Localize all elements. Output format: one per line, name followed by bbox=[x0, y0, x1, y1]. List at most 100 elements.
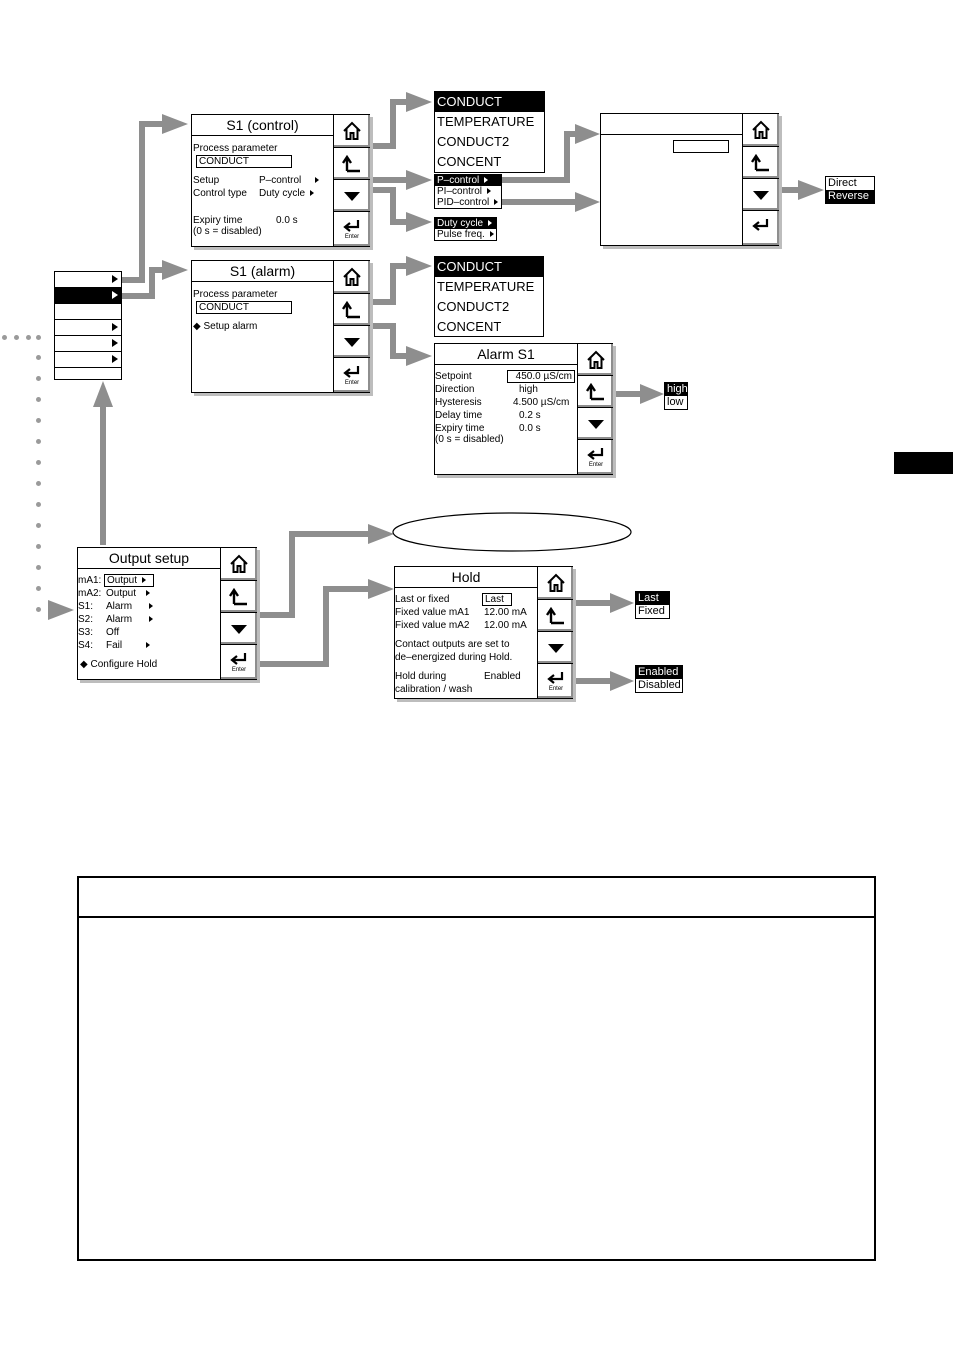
last-fixed-option[interactable]: Fixed bbox=[638, 605, 665, 617]
arrowhead bbox=[406, 346, 432, 366]
fixed-ma1-value[interactable]: 12.00 mA bbox=[484, 607, 527, 618]
back-button[interactable] bbox=[221, 581, 257, 613]
enter-button[interactable]: Enter bbox=[334, 212, 370, 246]
down-button[interactable] bbox=[334, 326, 370, 358]
enabled-disabled-option[interactable]: Disabled bbox=[638, 679, 681, 691]
down-button[interactable] bbox=[538, 632, 573, 664]
direction-value[interactable]: high bbox=[519, 384, 538, 395]
home-button[interactable] bbox=[334, 115, 370, 148]
down-button[interactable] bbox=[221, 613, 257, 645]
parameter-option[interactable]: CONCENT bbox=[437, 319, 502, 334]
calibration-label: calibration / wash bbox=[395, 684, 473, 695]
control-mode-option[interactable]: PI–control bbox=[435, 186, 501, 197]
last-fixed-option[interactable]: Last bbox=[636, 592, 669, 605]
output-row-value[interactable]: Output bbox=[106, 588, 151, 600]
return-arrow-icon bbox=[229, 587, 247, 605]
home-button[interactable] bbox=[743, 114, 779, 147]
output-row-label: mA2: bbox=[78, 588, 102, 599]
hysteresis-label: Hysteresis bbox=[435, 397, 482, 408]
enabled-disabled-option[interactable]: Enabled bbox=[636, 666, 682, 679]
main-menu-item-selected[interactable] bbox=[55, 288, 121, 304]
control-mode-option[interactable]: PID–control bbox=[435, 197, 501, 208]
direction-option[interactable]: Direct bbox=[828, 177, 857, 189]
pid-settings-screen bbox=[600, 113, 779, 246]
output-row-value[interactable]: Off bbox=[106, 627, 120, 638]
contact-note-line1: Contact outputs are set to bbox=[395, 639, 510, 650]
last-or-fixed-label: Last or fixed bbox=[395, 594, 450, 605]
enter-button[interactable]: Enter bbox=[221, 645, 257, 679]
output-row-value[interactable]: Fail bbox=[106, 640, 151, 652]
home-button[interactable] bbox=[334, 261, 370, 294]
main-menu-item[interactable] bbox=[55, 304, 121, 320]
process-parameter-field[interactable]: CONDUCT bbox=[196, 155, 292, 168]
empty-table-frame bbox=[77, 876, 876, 1261]
control-type-label: Control type bbox=[193, 188, 247, 199]
hold-during-value[interactable]: Enabled bbox=[484, 671, 521, 682]
output-row-value[interactable]: Alarm bbox=[106, 601, 154, 613]
connector-s1c-typelist bbox=[370, 187, 408, 225]
connector-output-hold bbox=[258, 586, 370, 667]
home-button[interactable] bbox=[221, 548, 257, 581]
enter-button[interactable]: Enter bbox=[538, 664, 573, 698]
control-type-option[interactable]: Duty cycle bbox=[435, 218, 496, 229]
back-button[interactable] bbox=[578, 376, 613, 408]
pid-value-field[interactable] bbox=[673, 140, 729, 153]
parameter-option[interactable]: CONDUCT2 bbox=[437, 299, 510, 314]
main-menu-item[interactable] bbox=[55, 368, 121, 382]
back-button[interactable] bbox=[538, 600, 573, 632]
hysteresis-value[interactable]: 4.500 µS/cm bbox=[513, 397, 570, 408]
parameter-option[interactable]: TEMPERATURE bbox=[437, 114, 535, 129]
direction-option[interactable]: Reverse bbox=[826, 190, 874, 203]
high-low-option[interactable]: low bbox=[667, 396, 684, 408]
down-button[interactable] bbox=[334, 180, 370, 212]
back-button[interactable] bbox=[743, 147, 779, 179]
back-button[interactable] bbox=[334, 294, 370, 326]
expiry-time-value[interactable]: 0.0 s bbox=[276, 215, 298, 226]
output-row-label: S3: bbox=[78, 627, 94, 638]
configure-hold-link[interactable]: ◆ Configure Hold bbox=[80, 659, 158, 670]
hold-title: Hold bbox=[395, 567, 537, 588]
enter-icon bbox=[752, 219, 769, 231]
high-low-option[interactable]: high bbox=[665, 383, 688, 396]
parameter-option[interactable]: TEMPERATURE bbox=[437, 279, 535, 294]
delay-time-label: Delay time bbox=[435, 410, 483, 421]
down-button[interactable] bbox=[743, 179, 779, 211]
output-row-value[interactable]: Output bbox=[104, 574, 154, 587]
alarm-s1-title: Alarm S1 bbox=[435, 344, 577, 365]
process-parameter-field[interactable]: CONDUCT bbox=[196, 301, 292, 314]
s1-alarm-title: S1 (alarm) bbox=[192, 261, 333, 282]
pid-button-column bbox=[742, 114, 779, 245]
return-arrow-icon bbox=[342, 300, 360, 318]
output-row-value[interactable]: Alarm bbox=[106, 614, 154, 626]
fixed-ma2-value[interactable]: 12.00 mA bbox=[484, 620, 527, 631]
output-row-label: mA1: bbox=[78, 575, 102, 586]
parameter-option[interactable]: CONCENT bbox=[437, 154, 502, 169]
setpoint-field[interactable]: 450.0 µS/cm bbox=[507, 370, 575, 383]
s1-control-screen: S1 (control) Process parameter CONDUCT S… bbox=[191, 114, 370, 247]
last-or-fixed-field[interactable]: Last bbox=[482, 593, 512, 606]
enter-button[interactable]: Enter bbox=[334, 358, 370, 392]
control-mode-option[interactable]: P–control bbox=[435, 175, 501, 186]
s1-alarm-screen: S1 (alarm) Process parameter CONDUCT ◆ S… bbox=[191, 260, 370, 393]
control-type-option[interactable]: Pulse freq. bbox=[435, 229, 496, 240]
parameter-option[interactable]: CONDUCT bbox=[435, 257, 543, 277]
expiry-time-value[interactable]: 0.0 s bbox=[519, 423, 541, 434]
parameter-option[interactable]: CONDUCT2 bbox=[437, 134, 510, 149]
main-menu-item[interactable] bbox=[55, 320, 121, 336]
down-button[interactable] bbox=[578, 408, 613, 440]
enter-button[interactable] bbox=[743, 211, 779, 245]
back-button[interactable] bbox=[334, 148, 370, 180]
control-type-value[interactable]: Duty cycle bbox=[259, 188, 315, 200]
setup-value[interactable]: P–control bbox=[259, 175, 320, 187]
setup-alarm-link[interactable]: ◆ Setup alarm bbox=[193, 321, 258, 332]
return-arrow-icon bbox=[751, 153, 769, 171]
delay-time-value[interactable]: 0.2 s bbox=[519, 410, 541, 421]
main-menu-item[interactable] bbox=[55, 336, 121, 352]
arrowhead bbox=[575, 192, 600, 212]
enter-button[interactable]: Enter bbox=[578, 440, 613, 474]
parameter-option[interactable]: CONDUCT bbox=[435, 92, 544, 112]
home-button[interactable] bbox=[578, 344, 613, 376]
main-menu-item[interactable] bbox=[55, 352, 121, 368]
home-button[interactable] bbox=[538, 567, 573, 600]
main-menu-item[interactable] bbox=[55, 272, 121, 288]
